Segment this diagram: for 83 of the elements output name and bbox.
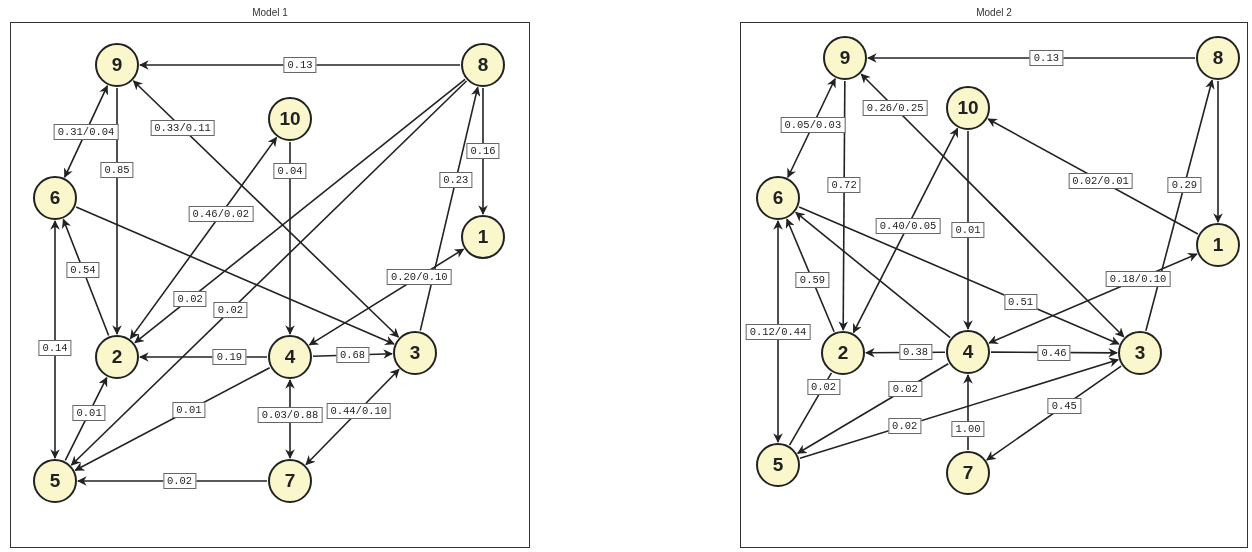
arrow	[132, 80, 400, 338]
arrow	[62, 218, 110, 337]
edge-label: 0.02	[162, 473, 197, 489]
edge-label: 0.18/0.10	[1105, 271, 1171, 288]
arrow	[285, 141, 295, 335]
arrow	[795, 211, 951, 339]
edge-label: 0.54	[66, 261, 100, 278]
state-circle: 1	[1196, 223, 1240, 267]
edge-label: 0.12/0.44	[745, 323, 811, 340]
panel-title: Model 1	[251, 7, 289, 18]
arrow	[1145, 79, 1215, 332]
edge-label: 0.19	[212, 349, 247, 365]
edge-label: 0.29	[1167, 176, 1202, 193]
edge-label: 0.03/0.88	[257, 407, 323, 424]
state-circle: 9	[95, 43, 139, 87]
edge-label: 0.02	[888, 417, 922, 434]
edge-label: 0.01	[72, 404, 106, 421]
edge-label: 0.01	[951, 222, 985, 238]
state-circle: 5	[33, 459, 77, 503]
edge-label: 0.02/0.01	[1068, 172, 1133, 189]
edge-label: 0.72	[827, 176, 861, 193]
arrow	[112, 87, 122, 335]
state-circle: 3	[1118, 331, 1162, 375]
arrow	[1213, 80, 1223, 223]
state-circle: 4	[268, 335, 312, 379]
edge-label: 0.13	[283, 57, 317, 73]
edge-label: 0.59	[795, 272, 830, 289]
edge-label: 0.45	[1047, 397, 1081, 414]
arrow	[50, 220, 60, 459]
arrow	[852, 127, 959, 334]
arrow	[838, 80, 848, 331]
arrow	[75, 206, 395, 345]
arrow	[773, 220, 783, 443]
state-circle: 9	[823, 36, 867, 80]
state-circle: 10	[946, 86, 990, 130]
arrow	[867, 53, 1196, 63]
arrow	[134, 78, 466, 344]
edge-label: 0.02	[888, 381, 922, 398]
edge-label: 0.40/0.05	[875, 217, 941, 234]
state-circle: 4	[946, 330, 990, 374]
edge-label: 0.23	[439, 172, 473, 189]
edge-label: 0.05/0.03	[780, 117, 846, 134]
edge-label: 0.26/0.25	[862, 100, 928, 117]
state-circle: 2	[821, 331, 865, 375]
state-circle: 5	[756, 443, 800, 487]
edge-label: 0.44/0.10	[326, 402, 392, 419]
edge-label: 0.16	[466, 143, 500, 159]
edge-label: 0.02	[173, 290, 207, 307]
edge-label: 0.68	[335, 347, 370, 363]
edge-label: 0.51	[1003, 293, 1038, 310]
edge-label: 0.13	[1029, 50, 1063, 66]
edge-label: 0.20/0.10	[386, 268, 452, 285]
panel-title: Model 2	[975, 7, 1013, 18]
edge-label: 0.38	[898, 344, 933, 361]
state-circle: 8	[1196, 36, 1240, 80]
state-circle: 6	[756, 176, 800, 220]
arrow	[478, 87, 488, 215]
edge-label: 0.14	[38, 340, 72, 356]
state-circle: 1	[461, 215, 505, 259]
arrow	[70, 80, 468, 466]
edge-label: 0.02	[806, 378, 841, 395]
arrow	[139, 60, 461, 70]
arrow	[798, 206, 1120, 345]
arrow	[799, 357, 1119, 459]
edge-label: 0.02	[213, 302, 248, 319]
edge-label: 0.85	[100, 162, 134, 179]
state-circle: 10	[268, 97, 312, 141]
state-circle: 7	[268, 459, 312, 503]
edge-label: 0.04	[273, 163, 307, 180]
edge-label: 0.33/0.11	[150, 120, 215, 137]
arrow	[129, 136, 278, 340]
state-circle: 6	[33, 176, 77, 220]
edge-label: 0.46/0.02	[188, 206, 254, 223]
arrow	[860, 73, 1125, 338]
edge-label: 1.00	[951, 421, 985, 438]
edge-label: 0.01	[172, 402, 206, 419]
state-circle: 3	[393, 331, 437, 375]
edge-label: 0.31/0.04	[53, 123, 119, 140]
arrow	[963, 130, 973, 330]
state-circle: 8	[461, 43, 505, 87]
edge-label: 0.46	[1037, 344, 1071, 361]
state-circle: 7	[946, 451, 990, 495]
state-circle: 2	[95, 335, 139, 379]
